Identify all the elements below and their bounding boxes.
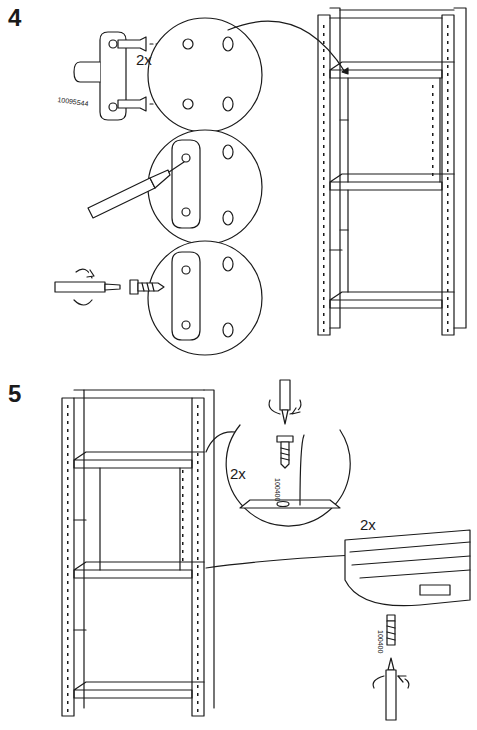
part-number: 100400 — [377, 630, 384, 653]
post-holes — [67, 25, 449, 712]
detail-panel — [345, 530, 470, 606]
detail-circle — [226, 425, 350, 526]
screwdriver — [269, 380, 301, 468]
part-number: 100400 — [274, 478, 281, 501]
leader-line — [228, 21, 345, 72]
quantity-label: 2x — [230, 466, 246, 481]
detail-holes — [172, 37, 233, 340]
quantity-label: 2x — [360, 517, 376, 532]
screwdriver — [373, 615, 409, 720]
step-number: 4 — [8, 6, 21, 30]
shelf-unit — [318, 8, 466, 335]
part-number: 10095544 — [57, 96, 89, 107]
screwdriver — [55, 269, 164, 305]
quantity-label: 2x — [136, 52, 152, 67]
detail-circle — [148, 18, 262, 355]
shelf-unit — [62, 390, 214, 716]
leader-line — [206, 555, 355, 568]
step-number: 5 — [8, 382, 21, 406]
awl-tool — [88, 162, 184, 218]
